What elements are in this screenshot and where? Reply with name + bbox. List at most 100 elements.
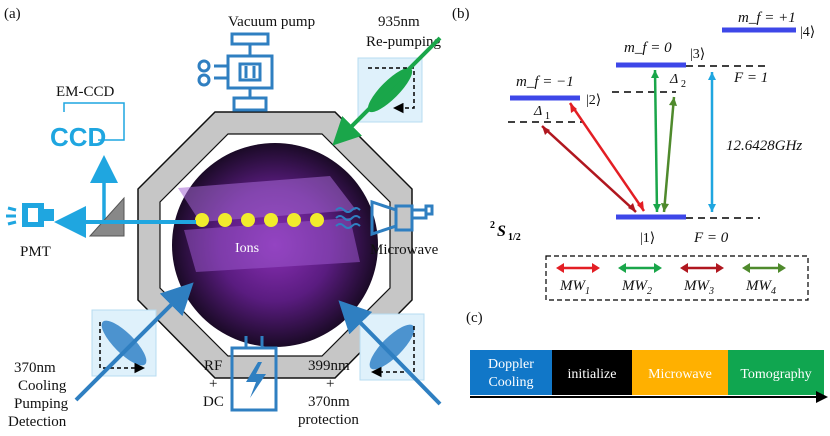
mw3-transition-arrow	[541, 125, 637, 213]
legend-label: MW3	[683, 278, 714, 297]
legend-item: MW3	[680, 263, 724, 297]
f1-label: F = 1	[733, 70, 768, 86]
trap-electrode	[184, 218, 360, 272]
cooling-label-line1: 370nm	[14, 360, 56, 376]
ion	[310, 213, 324, 227]
ket-1-label: |1⟩	[640, 231, 655, 246]
ion	[218, 213, 232, 227]
cooling-lens-icon	[101, 320, 147, 366]
f0-label: F = 0	[693, 230, 729, 246]
ionization-beam-path	[371, 326, 415, 378]
legend-item: MW2	[618, 263, 662, 297]
panel-c-label: (c)	[466, 310, 483, 326]
sequence-step-block	[632, 350, 728, 395]
trap-electrode	[178, 176, 356, 222]
ground-state-superscript: 2	[490, 220, 495, 231]
mf-zero-label: m_f = 0	[624, 40, 672, 56]
legend-item: MW1	[556, 263, 600, 297]
legend-arrowhead	[680, 263, 688, 273]
legend-box	[545, 255, 809, 301]
transition-arrows	[541, 69, 716, 213]
legend-label: MW4	[745, 278, 776, 297]
cooling-label-line4: Detection	[8, 414, 67, 430]
delta1-label: Δ	[533, 104, 542, 119]
legend: MW1 MW2 MW3 MW4	[556, 263, 786, 297]
ion	[264, 213, 278, 227]
ionization-label-line4: protection	[298, 412, 359, 428]
vacuum-pump-label: Vacuum pump	[228, 14, 315, 30]
ground-state-subscript: 1/2	[508, 232, 521, 243]
sequence-step-block	[552, 350, 632, 395]
rf-label: RF	[204, 358, 222, 374]
sequence-step-label: initialize	[568, 367, 617, 382]
sequence-step-label: Doppler	[488, 357, 534, 372]
legend-label: MW2	[621, 278, 652, 297]
ion	[287, 213, 301, 227]
cooling-label-line3: Pumping	[14, 396, 69, 412]
panel-b-label: (b)	[452, 6, 470, 22]
legend-item: MW4	[742, 263, 786, 297]
legend-arrowhead	[778, 263, 786, 273]
panel-a-label: (a)	[4, 6, 21, 22]
pmt-icon	[6, 203, 54, 227]
time-axis-arrowhead	[816, 391, 828, 403]
sequence-step: initialize	[552, 350, 632, 395]
sequence-step-block	[470, 350, 552, 395]
ionization-label-line1: 399nm	[308, 358, 350, 374]
ket-4-label: |4⟩	[800, 25, 815, 40]
mw4-transition-arrow	[662, 96, 676, 213]
sequence-step-label: Microwave	[648, 367, 712, 382]
ionization-label-line3: 370nm	[308, 394, 350, 410]
sequence-step-label: Cooling	[488, 375, 533, 390]
ionization-beam	[338, 300, 442, 406]
rf-dc-plus: +	[209, 376, 217, 392]
ket-2-label: |2⟩	[586, 93, 601, 108]
repump-wavelength: 935nm	[378, 14, 420, 30]
ion	[241, 213, 255, 227]
legend-arrowhead	[716, 263, 724, 273]
legend-arrowhead	[742, 263, 750, 273]
ccd-frame	[63, 102, 125, 141]
delta1-subscript: 1	[545, 111, 550, 122]
microwave-waves	[335, 207, 361, 229]
mw1-transition-arrow	[568, 102, 646, 212]
ion-chain	[195, 213, 324, 227]
repump-label: Re-pumping	[366, 34, 441, 50]
cooling-beam	[74, 282, 194, 402]
ionization-label-line2: +	[326, 376, 334, 392]
ground-state-label: S	[497, 223, 506, 240]
legend-arrowhead	[592, 263, 600, 273]
microwave-label: Microwave	[370, 242, 439, 258]
legend-arrowhead	[556, 263, 564, 273]
hyperfine-splitting-label: 12.6428GHz	[726, 138, 802, 154]
sequence-step-label: Tomography	[740, 367, 811, 382]
emccd-label: EM-CCD	[56, 84, 115, 100]
mf-minus-label: m_f = −1	[516, 74, 574, 90]
delta2-subscript: 2	[681, 79, 686, 90]
ion	[195, 213, 209, 227]
microwave-horn-icon	[370, 199, 434, 237]
ions-label: Ions	[235, 241, 259, 256]
repump-beam	[332, 36, 442, 146]
mw2-transition-arrow	[653, 69, 659, 213]
rf-dc-supply-icon	[230, 336, 278, 412]
sequence-step-block	[728, 350, 824, 395]
mf-plus-label: m_f = +1	[738, 10, 796, 26]
ccd-icon: CCD	[50, 122, 106, 152]
vacuum-pump-icon	[197, 32, 274, 112]
sequence-step: Tomography	[728, 350, 824, 395]
dc-label: DC	[203, 394, 224, 410]
legend-arrowhead	[618, 263, 626, 273]
pmt-label: PMT	[20, 244, 51, 260]
cooling-beam-path	[99, 322, 145, 374]
sequence-step: Microwave	[632, 350, 728, 395]
legend-label: MW1	[559, 278, 590, 297]
ket-3-label: |3⟩	[690, 47, 705, 62]
legend-arrowhead	[654, 263, 662, 273]
cooling-label-line2: Cooling	[18, 378, 67, 394]
mirror-icon	[88, 196, 125, 237]
repump-beam-path	[368, 67, 415, 114]
